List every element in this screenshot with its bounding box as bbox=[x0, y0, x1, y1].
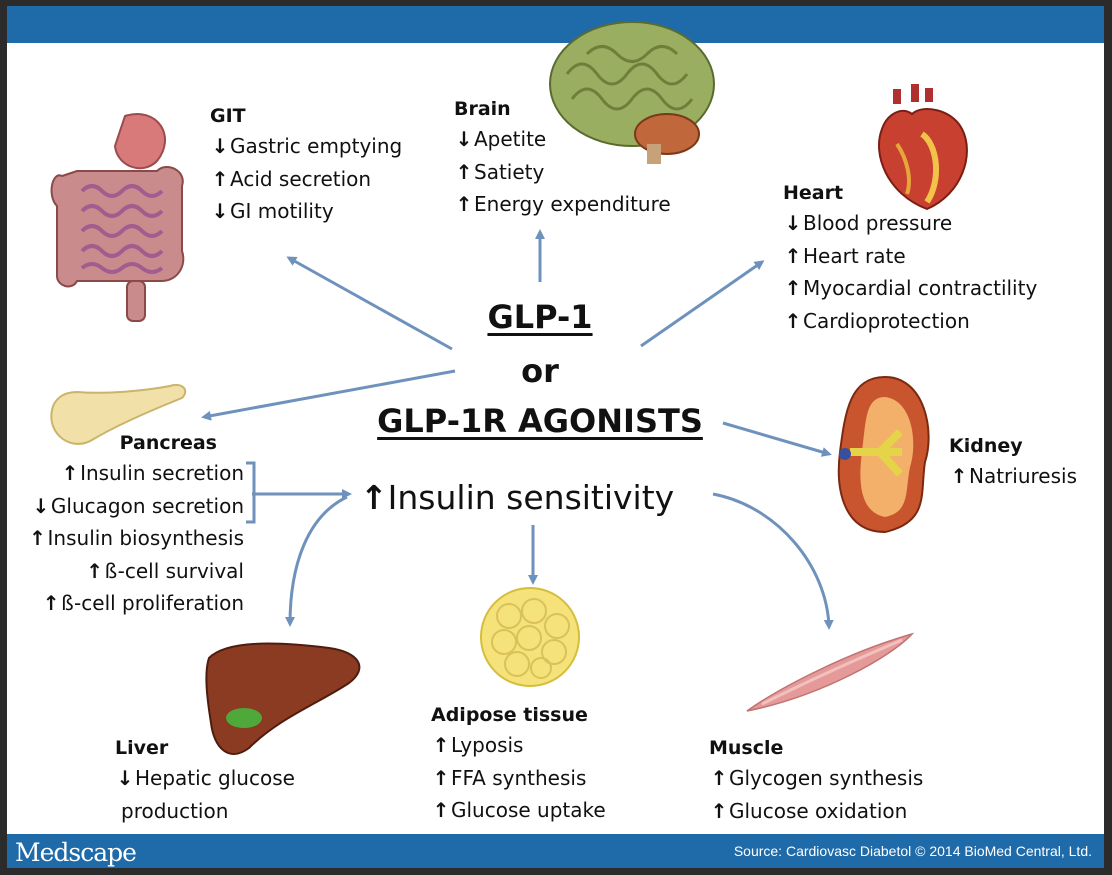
list-item: ↑Glucose oxidation bbox=[709, 795, 923, 828]
center-title-or: or bbox=[521, 352, 559, 390]
list-item: ↓Gastric emptying bbox=[210, 130, 403, 163]
kidney-title: Kidney bbox=[949, 435, 1023, 457]
up-arrow-icon: ↑ bbox=[950, 464, 968, 488]
insulin-sensitivity: ↑Insulin sensitivity bbox=[360, 478, 674, 518]
up-arrow-icon: ↑ bbox=[455, 159, 473, 184]
brain-title: Brain bbox=[454, 98, 511, 120]
up-arrow-icon: ↑ bbox=[784, 308, 802, 333]
list-item: ↓Blood pressure bbox=[783, 207, 1037, 240]
down-arrow-icon: ↓ bbox=[211, 134, 229, 158]
list-item: ↑Insulin biosynthesis bbox=[7, 522, 244, 555]
list-item: ↑Insulin secretion bbox=[7, 457, 244, 490]
adipose-title: Adipose tissue bbox=[431, 704, 588, 726]
up-arrow-icon: ↑ bbox=[710, 766, 728, 790]
pancreas-box: Pancreas ↑Insulin secretion ↓Glucagon se… bbox=[7, 431, 244, 620]
brain-illustration bbox=[549, 21, 715, 164]
list-item: ↑FFA synthesis bbox=[431, 762, 606, 795]
up-arrow-icon: ↑ bbox=[784, 276, 802, 300]
list-item: ↓GI motility bbox=[210, 195, 402, 228]
brain-box: Brain ↓Apetite ↑Satiety ↑Energy expendit… bbox=[454, 97, 671, 221]
up-arrow-icon: ↑ bbox=[455, 192, 473, 216]
list-item: ↑ß-cell survival bbox=[7, 555, 244, 588]
list-item: ↑Acid secretion bbox=[210, 163, 402, 196]
down-arrow-icon: ↓ bbox=[116, 766, 134, 790]
arrow-to-git bbox=[286, 256, 453, 351]
list-item: ↑Glucose uptake bbox=[431, 794, 606, 827]
arrow-to-liver bbox=[285, 495, 348, 627]
list-item: ↑Natriuresis bbox=[949, 460, 1077, 493]
up-arrow-icon: ↑ bbox=[710, 798, 728, 823]
up-arrow-icon: ↑ bbox=[432, 733, 450, 757]
list-item: ↑Energy expenditure bbox=[454, 188, 671, 221]
git-title: GIT bbox=[210, 105, 246, 127]
insulin-sensitivity-label: Insulin sensitivity bbox=[387, 478, 675, 517]
list-item: ↓Hepatic glucose bbox=[115, 762, 295, 795]
up-arrow-icon: ↑ bbox=[29, 526, 46, 550]
up-arrow-icon: ↑ bbox=[86, 558, 104, 583]
down-arrow-icon: ↓ bbox=[455, 127, 473, 151]
center-title-agonists: GLP-1R AGONISTS bbox=[377, 402, 703, 440]
liver-box: Liver ↓Hepatic glucose production bbox=[115, 736, 295, 827]
list-item: ↑Cardioprotection bbox=[783, 305, 1037, 338]
heart-illustration bbox=[878, 84, 968, 211]
up-arrow-icon: ↑ bbox=[42, 591, 60, 615]
pancreas-title: Pancreas bbox=[119, 432, 217, 454]
medscape-logo: Medscape bbox=[15, 838, 137, 867]
up-arrow-icon: ↑ bbox=[211, 166, 229, 191]
liver-title: Liver bbox=[115, 737, 169, 759]
arrow-to-pancreas bbox=[201, 369, 456, 421]
center-title-glp1: GLP-1 bbox=[487, 298, 593, 336]
list-item: ↑Myocardial contractility bbox=[783, 272, 1038, 305]
arrows-layer bbox=[201, 229, 834, 630]
list-item: ↑ß-cell proliferation bbox=[7, 587, 244, 620]
list-item: ↑Lyposis bbox=[431, 729, 606, 762]
list-item: ↓Glucagon secretion bbox=[7, 490, 244, 523]
muscle-box: Muscle ↑Glycogen synthesis ↑Glucose oxid… bbox=[709, 736, 923, 827]
down-arrow-icon: ↓ bbox=[211, 199, 229, 223]
pancreas-illustration bbox=[50, 384, 187, 445]
liver-illustration bbox=[205, 642, 361, 755]
heart-box: Heart ↓Blood pressure ↑Heart rate ↑Myoca… bbox=[783, 181, 1037, 337]
top-bar bbox=[7, 6, 1104, 43]
muscle-illustration bbox=[746, 632, 915, 712]
up-arrow-icon: ↑ bbox=[360, 478, 388, 517]
list-item: ↑Satiety bbox=[454, 156, 671, 189]
adipose-tissue-illustration bbox=[480, 587, 580, 687]
footer-bar: Medscape Source: Cardiovasc Diabetol © 2… bbox=[7, 834, 1104, 868]
arrow-to-heart bbox=[640, 260, 765, 348]
down-arrow-icon: ↓ bbox=[784, 211, 802, 235]
list-item: production bbox=[121, 798, 229, 823]
arrow-to-muscle bbox=[712, 492, 834, 630]
kidney-box: Kidney ↑Natriuresis bbox=[949, 434, 1077, 493]
list-item: ↑Heart rate bbox=[783, 240, 1037, 273]
source-citation: Source: Cardiovasc Diabetol © 2014 BioMe… bbox=[733, 843, 1092, 859]
arrow-to-kidney bbox=[722, 421, 832, 457]
bracket-pancreas bbox=[246, 461, 256, 524]
slide: GLP-1 or GLP-1R AGONISTS ↑Insulin sensit… bbox=[7, 6, 1104, 868]
gi-tract-illustration bbox=[50, 113, 185, 322]
kidney-illustration bbox=[837, 375, 930, 534]
up-arrow-icon: ↑ bbox=[784, 243, 802, 268]
list-item: ↓Apetite bbox=[454, 123, 671, 156]
up-arrow-icon: ↑ bbox=[61, 461, 79, 485]
up-arrow-icon: ↑ bbox=[432, 765, 450, 790]
down-arrow-icon: ↓ bbox=[32, 493, 50, 518]
up-arrow-icon: ↑ bbox=[432, 798, 450, 822]
heart-title: Heart bbox=[783, 182, 844, 204]
list-item: ↑Glycogen synthesis bbox=[709, 762, 924, 795]
git-box: GIT ↓Gastric emptying ↑Acid secretion ↓G… bbox=[210, 104, 402, 228]
muscle-title: Muscle bbox=[709, 737, 784, 759]
adipose-box: Adipose tissue ↑Lyposis ↑FFA synthesis ↑… bbox=[431, 703, 606, 827]
